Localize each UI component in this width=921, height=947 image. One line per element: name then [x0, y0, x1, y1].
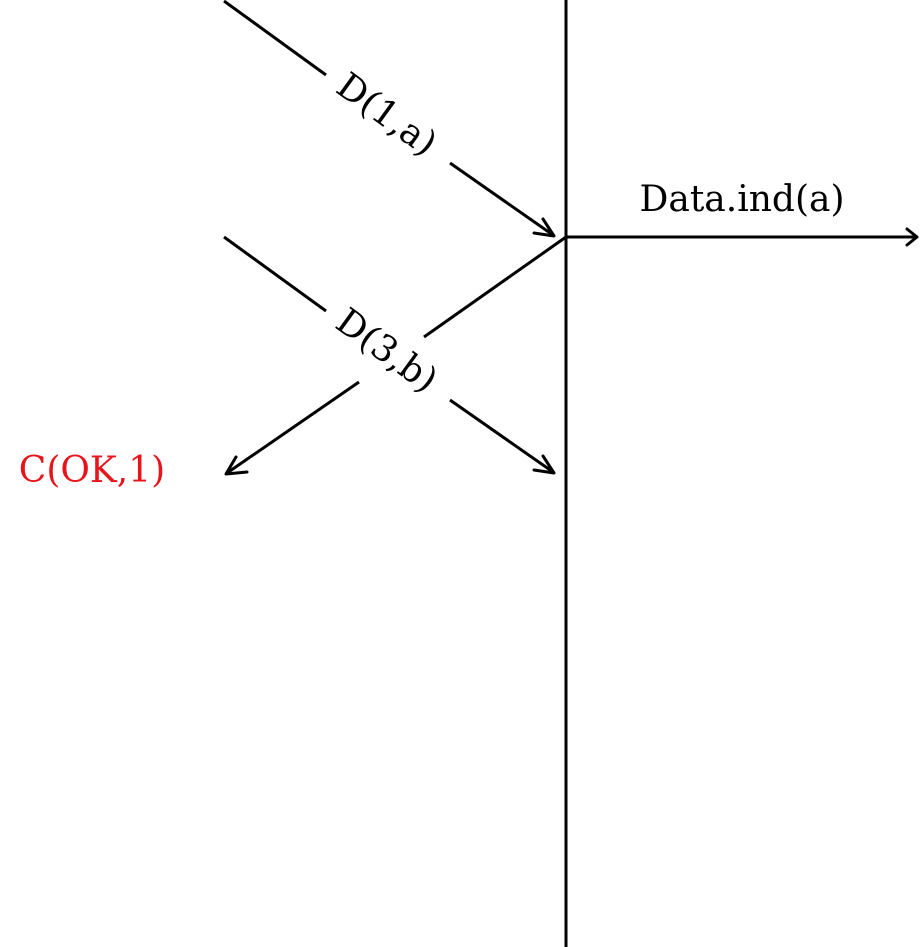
ack-label: C(OK,1): [19, 450, 165, 491]
message-d3-arrowhead: [532, 454, 556, 475]
message-d3: D(3,b): [223, 235, 556, 475]
data-indication-label: Data.ind(a): [640, 179, 845, 220]
message-d3-label: D(3,b): [328, 301, 445, 401]
message-d1-line-top: [223, 0, 327, 77]
data-indication-arrowhead: [905, 227, 919, 247]
message-d1-label: D(1,a): [329, 65, 444, 164]
ack-line-lower: [226, 380, 360, 475]
ack-line-upper: [423, 235, 567, 339]
message-d1: D(1,a): [223, 0, 556, 238]
message-d1-line-bottom: [449, 161, 554, 237]
data-indication: Data.ind(a): [566, 179, 919, 247]
ack-c1: C(OK,1): [19, 235, 567, 491]
message-d3-line-top: [223, 235, 327, 313]
ack-arrowhead: [224, 455, 249, 476]
message-d3-line-bottom: [449, 398, 554, 474]
message-d1-arrowhead: [532, 217, 556, 238]
